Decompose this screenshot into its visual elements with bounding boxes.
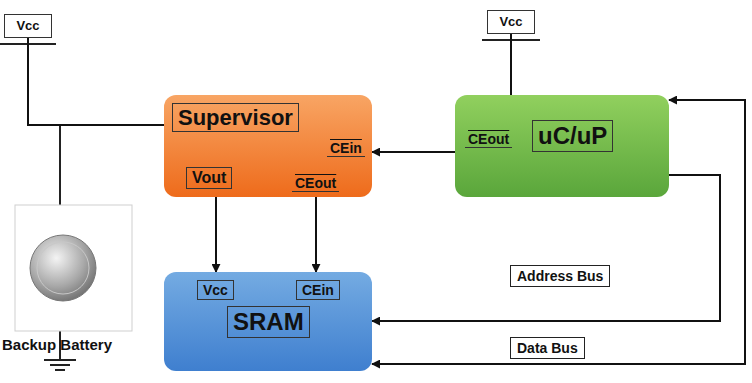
connector [215,197,217,272]
connector [315,197,317,272]
pin-label: Vout [186,167,232,189]
block-title: Vcc [499,15,522,30]
processor-block: CEout uC/uP [455,95,669,197]
battery-picture [15,205,132,331]
coin-cell [30,235,96,301]
bus-label: Address Bus [510,265,610,287]
ground-symbol [50,364,70,366]
ground-symbol [44,359,76,361]
sram-block: Vcc CEinSRAM [164,272,372,371]
connector [28,38,164,125]
block-title: Vcc [197,280,234,300]
connector [372,151,455,153]
connector [372,100,745,364]
supervisor-block: SupervisorCEinVout CEout [164,95,372,197]
signal-name: CEin [327,140,365,157]
connector [510,34,512,95]
block-title: Supervisor [172,103,299,132]
coin-cell [37,242,89,294]
block-title: Vcc [16,19,39,34]
bus-label: Data Bus [510,337,585,359]
supply-box: Vcc [4,14,52,38]
supply-box: Vcc [487,10,535,34]
pin-label: CEin [296,280,340,300]
pin-label: SRAM [227,306,310,338]
signal-name: CEout [292,175,339,192]
ground-symbol [55,369,65,371]
pin-label: uC/uP [532,120,613,152]
signal-name: CEout [465,131,512,148]
part-label: Backup Battery [2,336,112,353]
